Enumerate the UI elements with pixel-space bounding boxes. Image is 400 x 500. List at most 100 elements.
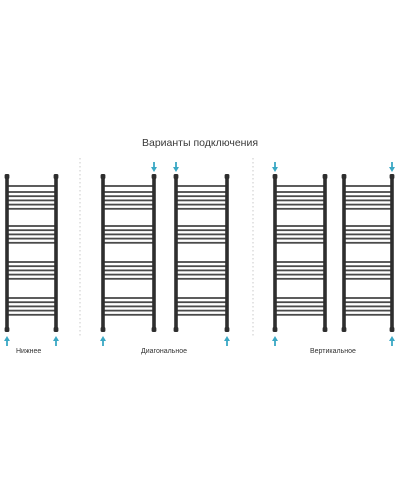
radiator-rung: [275, 225, 325, 227]
radiator-rung: [103, 199, 154, 202]
radiator-rung: [275, 265, 325, 268]
radiator-rung: [176, 203, 227, 206]
radiator-rung: [7, 313, 56, 316]
radiator-rung: [176, 199, 227, 202]
outlet-arrow-icon: [224, 336, 230, 346]
pipe-cap-top: [173, 174, 179, 179]
radiator-rung: [344, 265, 392, 268]
radiator-rung: [275, 237, 325, 240]
radiator-rung: [103, 277, 154, 280]
radiator-rung: [103, 313, 154, 316]
inlet-arrow-icon: [173, 162, 179, 172]
caption-diagonal: Диагональное: [141, 348, 187, 355]
radiator-rung: [344, 277, 392, 280]
radiator-rung: [176, 237, 227, 240]
radiator-rung: [275, 203, 325, 206]
pipe-cap-top: [4, 174, 10, 179]
pipe-cap-bottom: [389, 327, 395, 332]
radiator-vertical-b: [341, 174, 395, 332]
radiator-rung: [275, 305, 325, 308]
pipe-cap-bottom: [151, 327, 157, 332]
radiator-rung: [103, 273, 154, 276]
radiator-rung: [176, 225, 227, 227]
radiator-rung: [176, 265, 227, 268]
pipe-cap-top: [53, 174, 59, 179]
radiator-rung: [103, 191, 154, 193]
radiator-diagonal-a: [100, 174, 157, 332]
radiator-rung: [176, 273, 227, 276]
radiator-rung: [7, 207, 56, 210]
diagram-title: Варианты подключения: [141, 137, 259, 149]
pipe-cap-top: [341, 174, 347, 179]
pipe-cap-top: [389, 174, 395, 179]
pipe-cap-top: [100, 174, 106, 179]
radiator-rung: [275, 273, 325, 276]
caption-vertical: Вертикальное: [310, 348, 356, 355]
radiator-rung: [103, 265, 154, 268]
radiator-rung: [275, 229, 325, 232]
radiator-rung: [176, 261, 227, 263]
radiator-diagonal-b: [173, 174, 230, 332]
radiator-pipe: [273, 178, 277, 328]
pipe-cap-bottom: [53, 327, 59, 332]
inlet-arrow-icon: [151, 162, 157, 172]
radiator-rung: [344, 195, 392, 198]
radiator-rung: [7, 265, 56, 268]
radiator-rung: [275, 185, 325, 187]
radiator-vertical-a: [272, 174, 328, 332]
radiator-rung: [7, 309, 56, 312]
outlet-arrow-icon: [272, 336, 278, 346]
radiator-rung: [7, 305, 56, 308]
radiator-rung: [275, 233, 325, 236]
radiator-rung: [7, 199, 56, 202]
radiator-rung: [103, 229, 154, 232]
pipe-cap-top: [322, 174, 328, 179]
radiator-rung: [7, 301, 56, 304]
radiator-rung: [7, 277, 56, 280]
radiator-pipe: [390, 178, 394, 328]
radiator-rung: [344, 313, 392, 316]
radiator-rung: [275, 191, 325, 193]
inlet-arrow-icon: [389, 162, 395, 172]
radiator-rung: [275, 301, 325, 304]
radiator-rung: [7, 241, 56, 244]
radiator-rung: [176, 305, 227, 308]
radiator-rung: [103, 203, 154, 206]
pipe-cap-top: [272, 174, 278, 179]
radiator-rung: [275, 199, 325, 202]
radiator-pipe: [174, 178, 178, 328]
radiator-rung: [103, 237, 154, 240]
radiator-rung: [344, 199, 392, 202]
radiator-rung: [7, 229, 56, 232]
radiator-rung: [344, 305, 392, 308]
radiator-rung: [275, 207, 325, 210]
radiator-rung: [275, 195, 325, 198]
radiator-rung: [7, 261, 56, 263]
radiator-rung: [176, 269, 227, 272]
radiator-rung: [103, 233, 154, 236]
radiator-rung: [344, 309, 392, 312]
radiator-rung: [103, 309, 154, 312]
radiator-pipe: [54, 178, 58, 328]
radiator-rung: [176, 195, 227, 198]
radiator-rung: [344, 273, 392, 276]
outlet-arrow-icon: [100, 336, 106, 346]
radiator-rung: [7, 233, 56, 236]
radiator-pipe: [101, 178, 105, 328]
radiator-rung: [103, 305, 154, 308]
radiator-pipe: [323, 178, 327, 328]
radiator-rung: [275, 313, 325, 316]
radiator-bottom: [4, 174, 59, 332]
radiator-rung: [7, 269, 56, 272]
radiator-rung: [176, 191, 227, 193]
radiator-rung: [344, 191, 392, 193]
pipe-cap-bottom: [4, 327, 10, 332]
radiator-rung: [103, 261, 154, 263]
radiator-pipe: [342, 178, 346, 328]
radiator-rung: [176, 309, 227, 312]
radiator-rung: [344, 269, 392, 272]
pipe-cap-bottom: [224, 327, 230, 332]
radiator-pipe: [225, 178, 229, 328]
